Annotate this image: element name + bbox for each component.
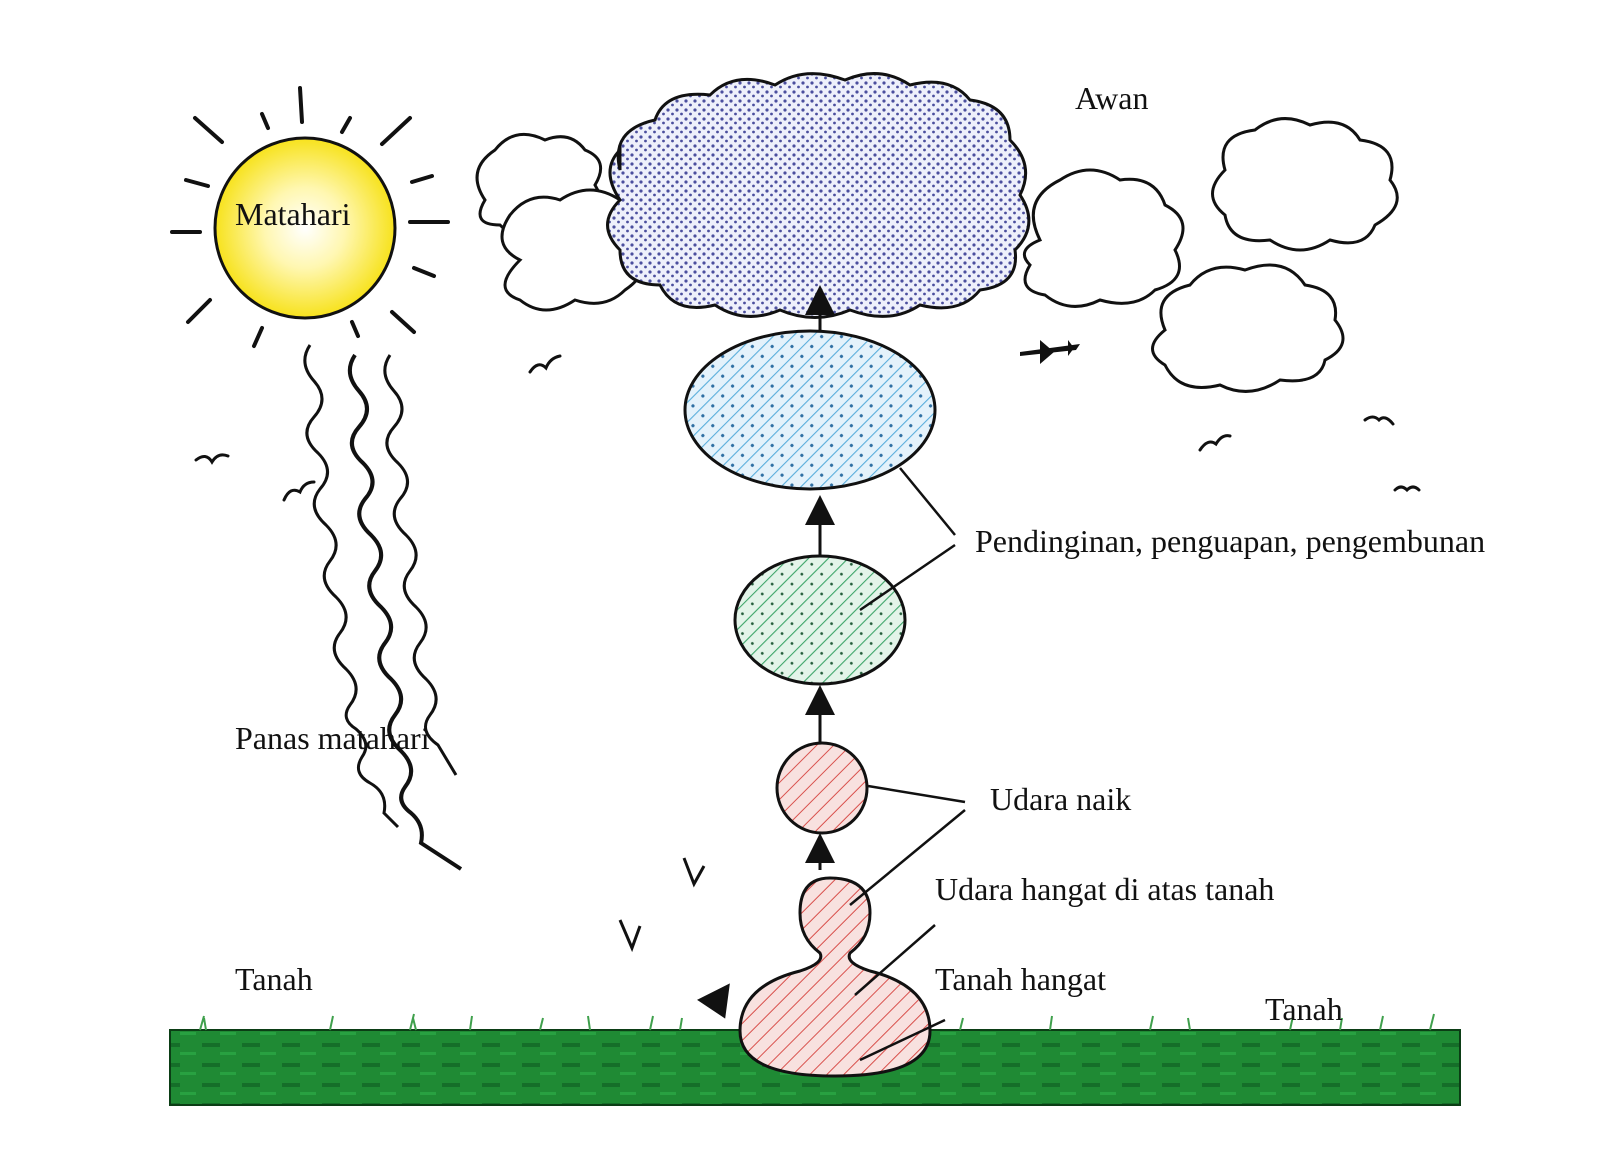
- sun-label: Matahari: [235, 196, 351, 232]
- warm-ground-label: Tanah hangat: [935, 961, 1107, 997]
- ground-label-left: Tanah: [235, 961, 313, 997]
- rising-air-bubble: [775, 741, 869, 835]
- leader-lines: [849, 467, 966, 1062]
- cooling-bubble-blue: [683, 329, 937, 491]
- warm-air-label: Udara hangat di atas tanah: [935, 871, 1275, 907]
- cooling-bubble-green: [733, 554, 907, 686]
- sun-heat-label: Panas matahari: [235, 720, 430, 756]
- heat-wave-arrow-icon: [303, 344, 730, 1019]
- bird-icon: [194, 354, 1421, 502]
- cloud-icon: [606, 72, 1031, 319]
- ground-label-right: Tanah: [1265, 991, 1343, 1027]
- cloud-label: Awan: [1075, 80, 1149, 116]
- rising-air-label: Udara naik: [990, 781, 1132, 817]
- sun-icon: [170, 86, 450, 348]
- airplane-icon: [1020, 340, 1080, 364]
- warm-ground-blob: [738, 876, 932, 1078]
- cooling-label: Pendinginan, penguapan, pengembunan: [975, 523, 1486, 559]
- cloud-icon: [475, 117, 1399, 393]
